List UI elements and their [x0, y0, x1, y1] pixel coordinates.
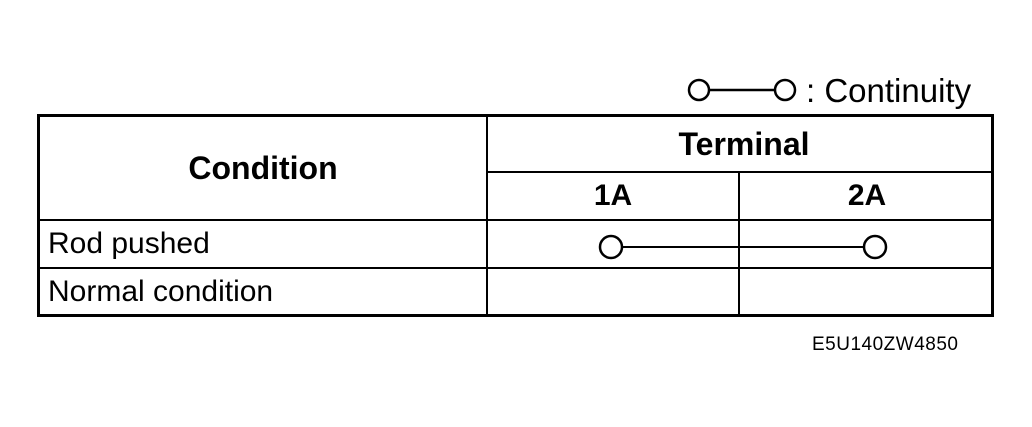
cell-rod-pushed-2a — [740, 221, 994, 269]
cell-normal-condition-2a — [740, 269, 994, 314]
legend: : Continuity — [686, 70, 971, 110]
cell-rod-pushed-1a — [488, 221, 740, 269]
header-terminal-1a: 1A — [488, 173, 740, 221]
figure-code: E5U140ZW4850 — [812, 334, 959, 355]
header-condition: Condition — [40, 117, 488, 221]
cell-normal-condition-1a — [488, 269, 740, 314]
continuity-connection-icon — [598, 234, 888, 260]
header-terminal: Terminal — [488, 117, 994, 173]
legend-label: : Continuity — [806, 71, 972, 109]
header-terminal-2a: 2A — [740, 173, 994, 221]
continuity-symbol-icon — [687, 78, 797, 102]
row-label-rod-pushed: Rod pushed — [40, 221, 488, 269]
continuity-table: Condition Terminal 1A 2A Rod pushed Norm… — [37, 114, 994, 317]
row-label-normal-condition: Normal condition — [40, 269, 488, 314]
